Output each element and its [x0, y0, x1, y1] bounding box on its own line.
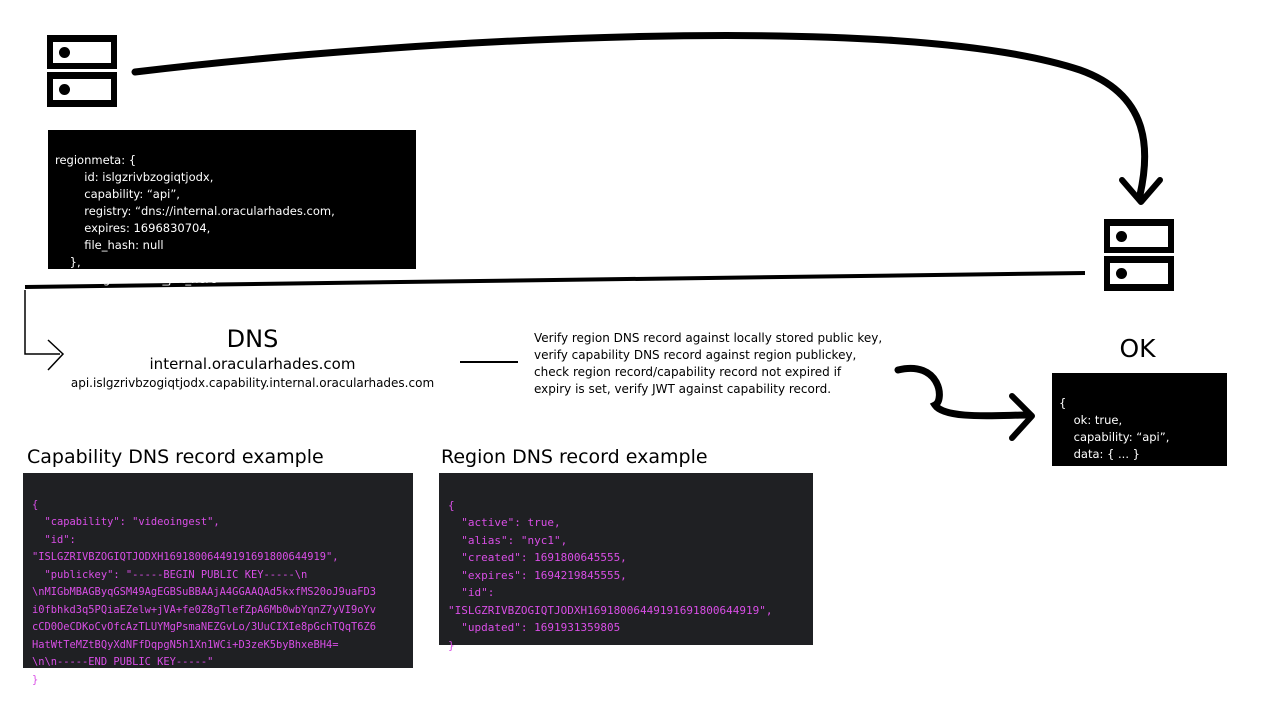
- code-line: registry: “dns://internal.oracularhades.…: [55, 204, 335, 218]
- dns-block: DNS internal.oracularhades.com api.islgz…: [60, 324, 445, 392]
- code-line: \n\n-----END PUBLIC KEY-----": [32, 656, 214, 668]
- code-line: "created": 1691800645555,: [448, 551, 627, 564]
- code-line: cCD0OeCDKoCvOfcAzTLUYMgPsmaNEZGvLo/3UuCI…: [32, 621, 377, 633]
- region-record-code: { "active": true, "alias": "nyc1", "crea…: [439, 473, 813, 652]
- code-line: }: [1059, 464, 1067, 478]
- code-line: "updated": 1691931359805: [448, 621, 621, 634]
- code-line: "ISLGZRIVBZOGIQTJODXH1691800644919169180…: [448, 603, 773, 617]
- code-line: regionmeta: {: [55, 153, 137, 167]
- code-line: expires: 1696830704,: [55, 221, 211, 235]
- code-line: i0fbhkd3q5PQiaEZelw+jVA+fe0Z8gTlefZpA6Mb…: [32, 603, 377, 616]
- client-server-icon: [47, 35, 117, 107]
- code-line: capability: “api”,: [1059, 430, 1170, 444]
- code-line: }: [448, 638, 455, 652]
- capability-example-title: Capability DNS record example: [27, 446, 324, 468]
- ok-arrowhead: [1009, 393, 1035, 441]
- region-example-title: Region DNS record example: [441, 446, 708, 468]
- code-line: },: [55, 255, 81, 269]
- client-request-payload: regionmeta: { id: islgzrivbzogiqtjodx, c…: [48, 130, 416, 286]
- return-line: [24, 271, 1086, 289]
- ok-title: OK: [1119, 334, 1156, 363]
- code-line: "active": true,: [448, 516, 561, 529]
- request-arrow: [131, 32, 1149, 199]
- code-line: \nMIGbMBAGByqGSM49AgEGBSuBBAAjA4GGAAQAd5…: [32, 586, 377, 598]
- code-line: capability: “api”,: [55, 187, 180, 201]
- code-line: data: { ... }: [1059, 447, 1140, 461]
- verification-steps: Verify region DNS record against locally…: [534, 331, 883, 396]
- code-line: "publickey": "-----BEGIN PUBLIC KEY-----…: [32, 568, 308, 581]
- code-line: HatWtTeMZtBQyXdNFfDqpgN5h1Xn1WCi+D3zeK5b…: [32, 638, 339, 651]
- code-line: "ISLGZRIVBZOGIQTJODXH1691800644919169180…: [32, 551, 339, 563]
- code-line: {: [1059, 396, 1067, 410]
- code-line: "capability": "videoingest",: [32, 516, 220, 528]
- ok-arrow: [894, 364, 1032, 420]
- dns-arrowhead: [47, 339, 65, 371]
- dns-bracket: [24, 290, 60, 355]
- code-line: {: [448, 498, 455, 512]
- code-line: file_hash: null: [55, 238, 164, 252]
- code-line: id: islgzrivbzogiqtjodx,: [55, 170, 214, 184]
- target-server-icon: [1104, 219, 1174, 291]
- capability-record-code: { "capability": "videoingest", "id": "ISL…: [23, 473, 413, 686]
- dns-domain: internal.oracularhades.com: [149, 355, 356, 373]
- code-line: "id":: [448, 586, 495, 599]
- code-line: {: [32, 498, 39, 511]
- code-line: ok: true,: [1059, 413, 1123, 427]
- dns-capability-record: api.islgzrivbzogiqtjodx.capability.inter…: [70, 376, 435, 390]
- request-arrowhead: [1119, 177, 1163, 205]
- dns-title: DNS: [226, 325, 279, 353]
- code-line: "id":: [32, 533, 76, 546]
- code-line: }: [32, 673, 39, 686]
- code-line: "alias": "nyc1",: [448, 533, 568, 547]
- code-line: data: generated_jwt_here: [55, 272, 217, 286]
- ok-response-payload: { ok: true, capability: “api”, data: { .…: [1052, 373, 1227, 478]
- code-line: "expires": 1694219845555,: [448, 568, 627, 582]
